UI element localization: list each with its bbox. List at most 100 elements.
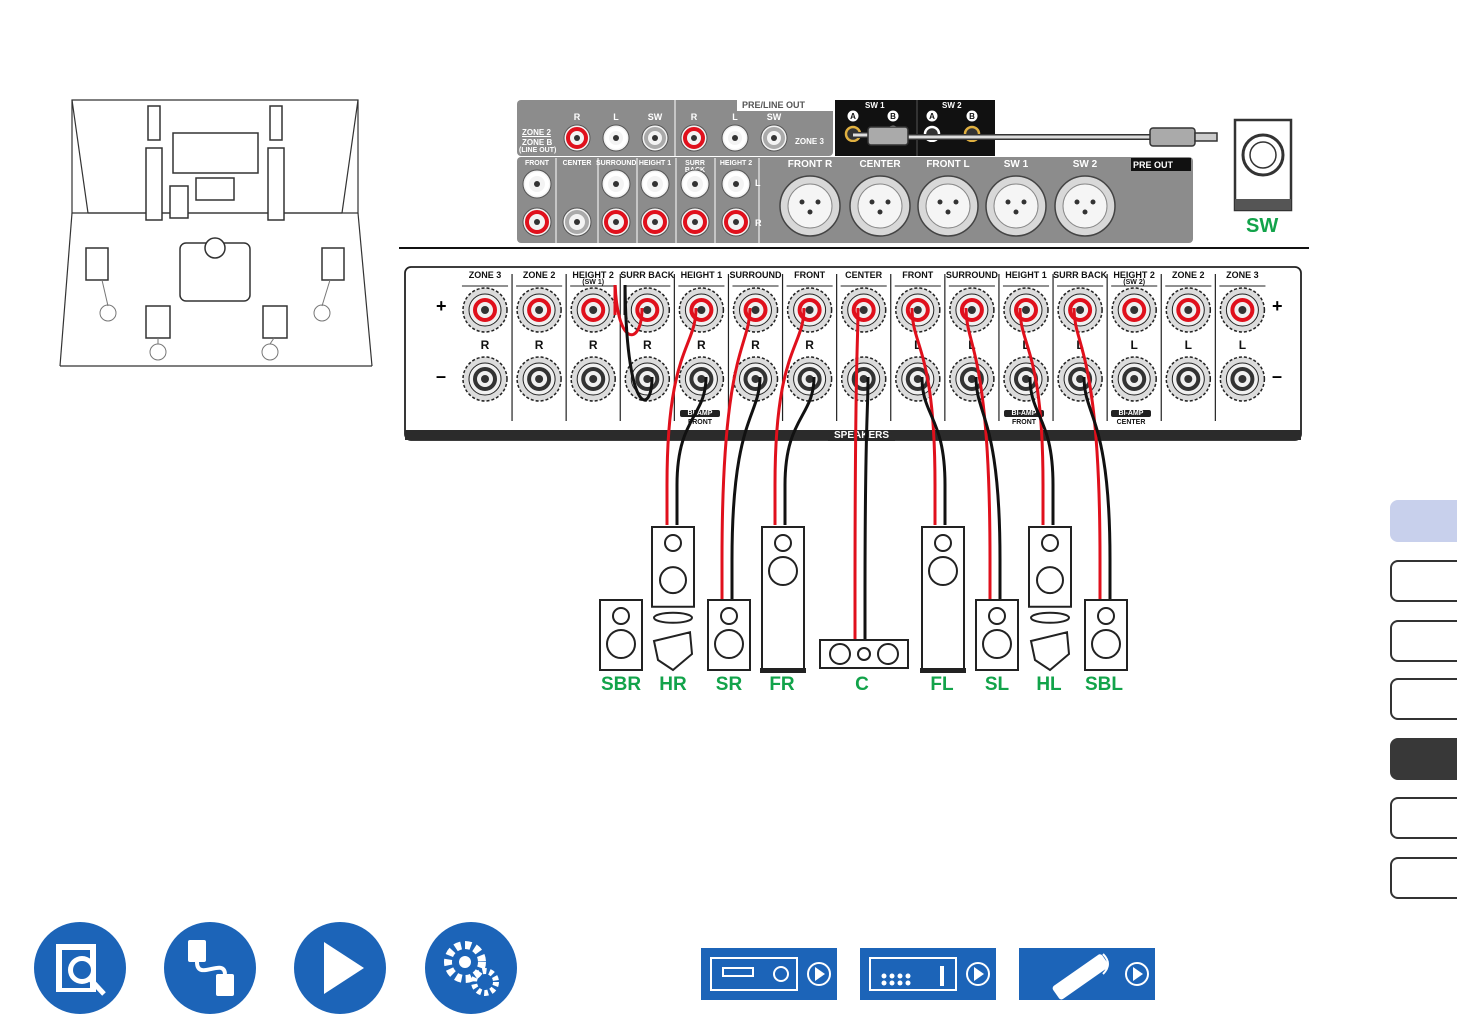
rca-jack bbox=[640, 207, 670, 237]
xlr-jack bbox=[849, 175, 911, 237]
rca-jack bbox=[760, 124, 788, 152]
rca-jack bbox=[522, 169, 552, 199]
terminal-column-label: HEIGHT 1 bbox=[1005, 270, 1047, 280]
svg-text:B: B bbox=[890, 112, 896, 121]
speaker-terminal bbox=[624, 287, 671, 333]
rca-jack bbox=[721, 124, 749, 152]
terminal-channel-label: L bbox=[1130, 338, 1138, 352]
terminal-column-label: SURROUND bbox=[729, 270, 782, 280]
sw-speaker-label: SW bbox=[1246, 215, 1279, 237]
terminal-channel-label: R bbox=[534, 338, 544, 352]
speaker-terminal bbox=[786, 356, 833, 402]
cable-connection-icon[interactable] bbox=[164, 922, 256, 1014]
speaker-label: HR bbox=[659, 674, 687, 695]
side-tab[interactable] bbox=[1390, 620, 1457, 662]
speaker-terminal bbox=[732, 356, 779, 402]
speaker-hl-icon bbox=[1028, 526, 1072, 672]
speaker-terminal bbox=[732, 287, 779, 333]
speaker-wire bbox=[720, 307, 752, 600]
preout-top-col-label: R bbox=[690, 112, 698, 122]
side-tab[interactable] bbox=[1390, 500, 1457, 542]
rca-jack bbox=[563, 124, 591, 152]
rca-jack bbox=[641, 124, 669, 152]
terminal-column-label: FRONT bbox=[794, 270, 826, 280]
speaker-wire bbox=[964, 307, 992, 600]
zone-b-label: ZONE B bbox=[522, 138, 553, 147]
subwoofer-cable bbox=[853, 126, 1218, 147]
biamp-badge: BI-AMP bbox=[680, 410, 720, 417]
rca-jack bbox=[601, 169, 631, 199]
side-tab[interactable] bbox=[1390, 560, 1457, 602]
speaker-label: C bbox=[855, 674, 869, 695]
speaker-sl-icon bbox=[975, 599, 1019, 671]
preout-top-col-label: R bbox=[573, 112, 581, 122]
preout-top-col-label: SW bbox=[766, 112, 782, 122]
speaker-wire bbox=[665, 307, 698, 525]
speaker-terminal bbox=[1165, 356, 1212, 402]
manual-search-icon[interactable] bbox=[34, 922, 126, 1014]
minus-left: – bbox=[436, 366, 447, 386]
terminal-channel-label: R bbox=[805, 338, 814, 352]
pre-out-label: PRE OUT bbox=[1133, 160, 1174, 170]
rca-jack bbox=[562, 207, 592, 237]
speaker-wire bbox=[623, 285, 654, 402]
speaker-terminal bbox=[895, 287, 941, 333]
speaker-wire bbox=[853, 307, 860, 640]
terminal-column-label: FRONT bbox=[902, 270, 934, 280]
preout-top-col-label: SW bbox=[647, 112, 663, 122]
speaker-terminal bbox=[1165, 287, 1212, 333]
remote-control-button[interactable] bbox=[1019, 948, 1155, 1000]
xlr-jack bbox=[779, 175, 841, 237]
speaker-fl-icon bbox=[920, 526, 966, 673]
speaker-terminal bbox=[462, 287, 508, 333]
side-tab[interactable] bbox=[1390, 797, 1457, 839]
speaker-wire bbox=[613, 285, 644, 337]
preout-rca-col-label: HEIGHT 2 bbox=[719, 160, 753, 167]
side-tab[interactable] bbox=[1390, 857, 1457, 899]
rca-jack bbox=[680, 124, 708, 152]
speaker-hr-icon bbox=[651, 526, 695, 672]
biamp-sublabel: CENTER bbox=[1116, 419, 1146, 426]
biamp-badge: BI-AMP bbox=[1111, 410, 1151, 417]
preout-xlr-col-label: SW 2 bbox=[1072, 159, 1098, 170]
preout-xlr-col-label: SW 1 bbox=[1003, 159, 1029, 170]
side-tab[interactable] bbox=[1390, 678, 1457, 720]
speaker-terminal bbox=[1111, 287, 1157, 333]
svg-text:A: A bbox=[850, 112, 856, 121]
rca-jack bbox=[680, 169, 710, 199]
preout-rca-col-label: SURROUND bbox=[596, 160, 637, 167]
speaker-wire bbox=[910, 307, 937, 525]
terminal-channel-label: R bbox=[588, 338, 598, 352]
terminal-channel-label: L bbox=[1238, 338, 1247, 352]
speaker-terminal bbox=[1111, 356, 1157, 402]
preout-side-label: R bbox=[755, 218, 762, 228]
preout-xlr-col-label: FRONT R bbox=[787, 159, 833, 170]
terminal-column-label: CENTER bbox=[845, 270, 883, 280]
terminal-channel-label: R bbox=[642, 338, 652, 352]
plus-right: + bbox=[1272, 296, 1283, 316]
zone3-label: ZONE 3 bbox=[795, 137, 824, 146]
terminal-column-sublabel: (SW 1) bbox=[582, 279, 605, 286]
speaker-label: FL bbox=[930, 674, 954, 695]
speaker-wire bbox=[1018, 307, 1045, 525]
preout-rca-col-label: FRONT bbox=[524, 160, 550, 167]
play-icon[interactable] bbox=[294, 922, 386, 1014]
speaker-terminal bbox=[678, 356, 725, 402]
speaker-label: SBL bbox=[1085, 674, 1123, 695]
speaker-sr-icon bbox=[707, 599, 751, 671]
rca-jack bbox=[721, 207, 751, 237]
speaker-wire bbox=[773, 307, 806, 525]
terminal-column-label: HEIGHT 1 bbox=[680, 270, 723, 280]
terminal-channel-label: R bbox=[480, 338, 490, 352]
room-layout-illustration bbox=[59, 99, 373, 367]
plus-left: + bbox=[436, 296, 447, 316]
terminal-column-sublabel: (SW 2) bbox=[1123, 279, 1146, 286]
front-panel-button[interactable] bbox=[701, 948, 837, 1000]
rear-panel-button[interactable] bbox=[860, 948, 996, 1000]
side-tab[interactable] bbox=[1390, 738, 1457, 780]
gear-settings-icon[interactable] bbox=[425, 922, 517, 1014]
speaker-terminal bbox=[516, 356, 562, 402]
terminal-column-label: SURR BACK bbox=[620, 270, 675, 280]
speaker-wire bbox=[974, 376, 1002, 600]
rca-jack bbox=[680, 207, 710, 237]
